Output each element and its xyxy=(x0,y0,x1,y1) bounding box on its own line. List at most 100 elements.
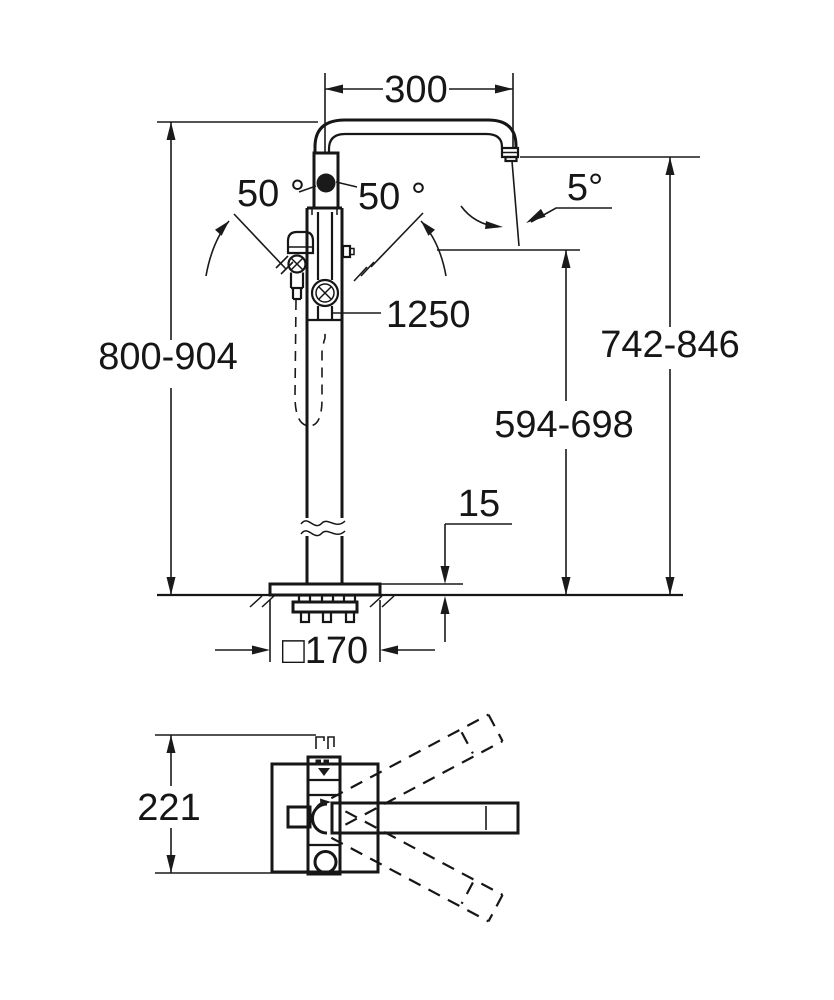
plan-holder-detail-2 xyxy=(323,759,329,765)
lever-mark-right-2 xyxy=(360,261,375,277)
dim-height-handle: 594-698 xyxy=(437,249,634,595)
height-total-label: 800-904 xyxy=(98,336,237,378)
swing-lower-tick xyxy=(460,882,474,905)
plan-holder-detail-1 xyxy=(315,759,321,765)
dim-swing-left: 50 ° xyxy=(205,173,305,277)
swing-left-label: 50 ° xyxy=(237,173,305,215)
floor-hatch-1 xyxy=(249,595,263,608)
swing-left-ray xyxy=(233,213,287,270)
plan-spout-arm xyxy=(330,801,520,835)
swing-right-label: 50 ° xyxy=(358,176,426,218)
flange-bolt-1 xyxy=(297,594,312,604)
flange-leg-3 xyxy=(344,610,356,624)
dim-swing-right: 50 ° xyxy=(358,176,447,277)
break-squiggle-bottom xyxy=(300,530,346,537)
lever-mark-left-2 xyxy=(280,261,294,275)
plan-holder-triangle xyxy=(318,768,330,776)
plan-holder-clip-2 xyxy=(327,736,335,749)
dim-height-total: 800-904 xyxy=(98,121,318,595)
swing-left-arrowhead xyxy=(215,221,229,236)
dim-height-outlet: 742-846 xyxy=(520,156,740,595)
plan-depth-label: 221 xyxy=(137,787,200,829)
joystick-ball xyxy=(316,173,336,193)
plan-column-circle xyxy=(313,850,338,874)
arrowhead-down xyxy=(440,566,450,584)
hand-shower xyxy=(275,230,375,427)
plate-size-label: □170 xyxy=(282,630,368,672)
column xyxy=(300,206,355,584)
spout-outer-outline xyxy=(313,118,518,154)
diverter-knob-tip xyxy=(349,247,355,256)
swing-upper-top xyxy=(330,713,490,800)
lever-mark-right-1 xyxy=(353,266,368,282)
plan-side-knob xyxy=(286,805,312,829)
dim-plate-size: □170 xyxy=(215,600,435,672)
plate-height-label: 15 xyxy=(458,483,500,525)
arrowhead-down xyxy=(166,577,176,595)
ball-leader-left xyxy=(298,185,317,193)
swing-upper-bottom xyxy=(344,740,504,826)
floor-hatch-3 xyxy=(369,595,383,608)
dim-spout-reach: 300 xyxy=(324,69,514,153)
shower-valve-cross-2 xyxy=(290,257,304,271)
arrowhead-left xyxy=(252,645,270,655)
spout xyxy=(313,118,520,163)
faucet-plan xyxy=(270,713,520,923)
arrowhead-up xyxy=(166,122,176,140)
stream-leader-arrowhead xyxy=(526,208,546,223)
arrowhead-down xyxy=(561,577,571,595)
plan-swing-arrowhead xyxy=(320,798,331,806)
handle-housing xyxy=(298,151,358,210)
plan-holder-clip-1 xyxy=(315,736,325,749)
arrowhead-down xyxy=(665,577,675,595)
arrowhead-up xyxy=(561,250,571,268)
swing-lower-top xyxy=(344,810,504,896)
dim-plan-depth: 221 xyxy=(137,734,316,874)
shower-valve xyxy=(287,254,307,274)
flange-bolt-2 xyxy=(320,594,335,604)
height-handle-label: 594-698 xyxy=(494,404,633,446)
hose-length-label: 1250 xyxy=(386,294,471,336)
arrowhead-down xyxy=(166,855,176,873)
dim-stream-angle: 5° xyxy=(460,160,612,247)
swing-upper-end xyxy=(487,714,504,742)
plan-spout-swing-upper xyxy=(330,713,504,826)
floor-hatch-4 xyxy=(381,595,395,608)
swing-right-ray xyxy=(370,212,424,268)
arrowhead-up xyxy=(665,157,675,175)
base xyxy=(157,582,683,624)
front-view: 5° 50 ° 50 ° 300 xyxy=(98,69,739,672)
plan-spout-pivot xyxy=(311,802,328,835)
flange-leg-2 xyxy=(321,610,333,624)
valve-cross-2 xyxy=(318,286,332,300)
ball-leader-right xyxy=(335,181,358,188)
flange-leg-1 xyxy=(299,610,311,624)
arrowhead-up xyxy=(440,596,450,614)
plan-view: 221 xyxy=(137,713,520,923)
spout-inner-outline xyxy=(327,132,504,154)
spout-reach-label: 300 xyxy=(384,69,447,111)
swing-upper-tick xyxy=(460,731,474,754)
arrowhead-left xyxy=(325,84,343,94)
swing-lower-end xyxy=(487,894,504,922)
break-squiggle-top xyxy=(300,520,346,527)
base-plate xyxy=(268,582,382,597)
floor-hatch-2 xyxy=(261,595,275,608)
dim-hose-length: 1250 xyxy=(333,294,471,336)
arrowhead-right xyxy=(495,84,513,94)
hose-valve-outer xyxy=(310,278,340,308)
shower-head xyxy=(286,230,315,255)
lever-mark-left-1 xyxy=(275,255,289,269)
arrowhead-up xyxy=(166,735,176,753)
hose-valve-inner xyxy=(315,283,335,303)
mounting-flange xyxy=(291,600,359,614)
flange-bolt-3 xyxy=(342,594,357,604)
water-stream-line xyxy=(511,160,520,247)
swing-right-arrowhead xyxy=(421,221,435,236)
height-outlet-label: 742-846 xyxy=(600,324,739,366)
spout-outlet-nub xyxy=(504,155,518,163)
dim-plate-height: 15 xyxy=(380,483,512,642)
plan-spout-swing-lower xyxy=(330,810,504,923)
